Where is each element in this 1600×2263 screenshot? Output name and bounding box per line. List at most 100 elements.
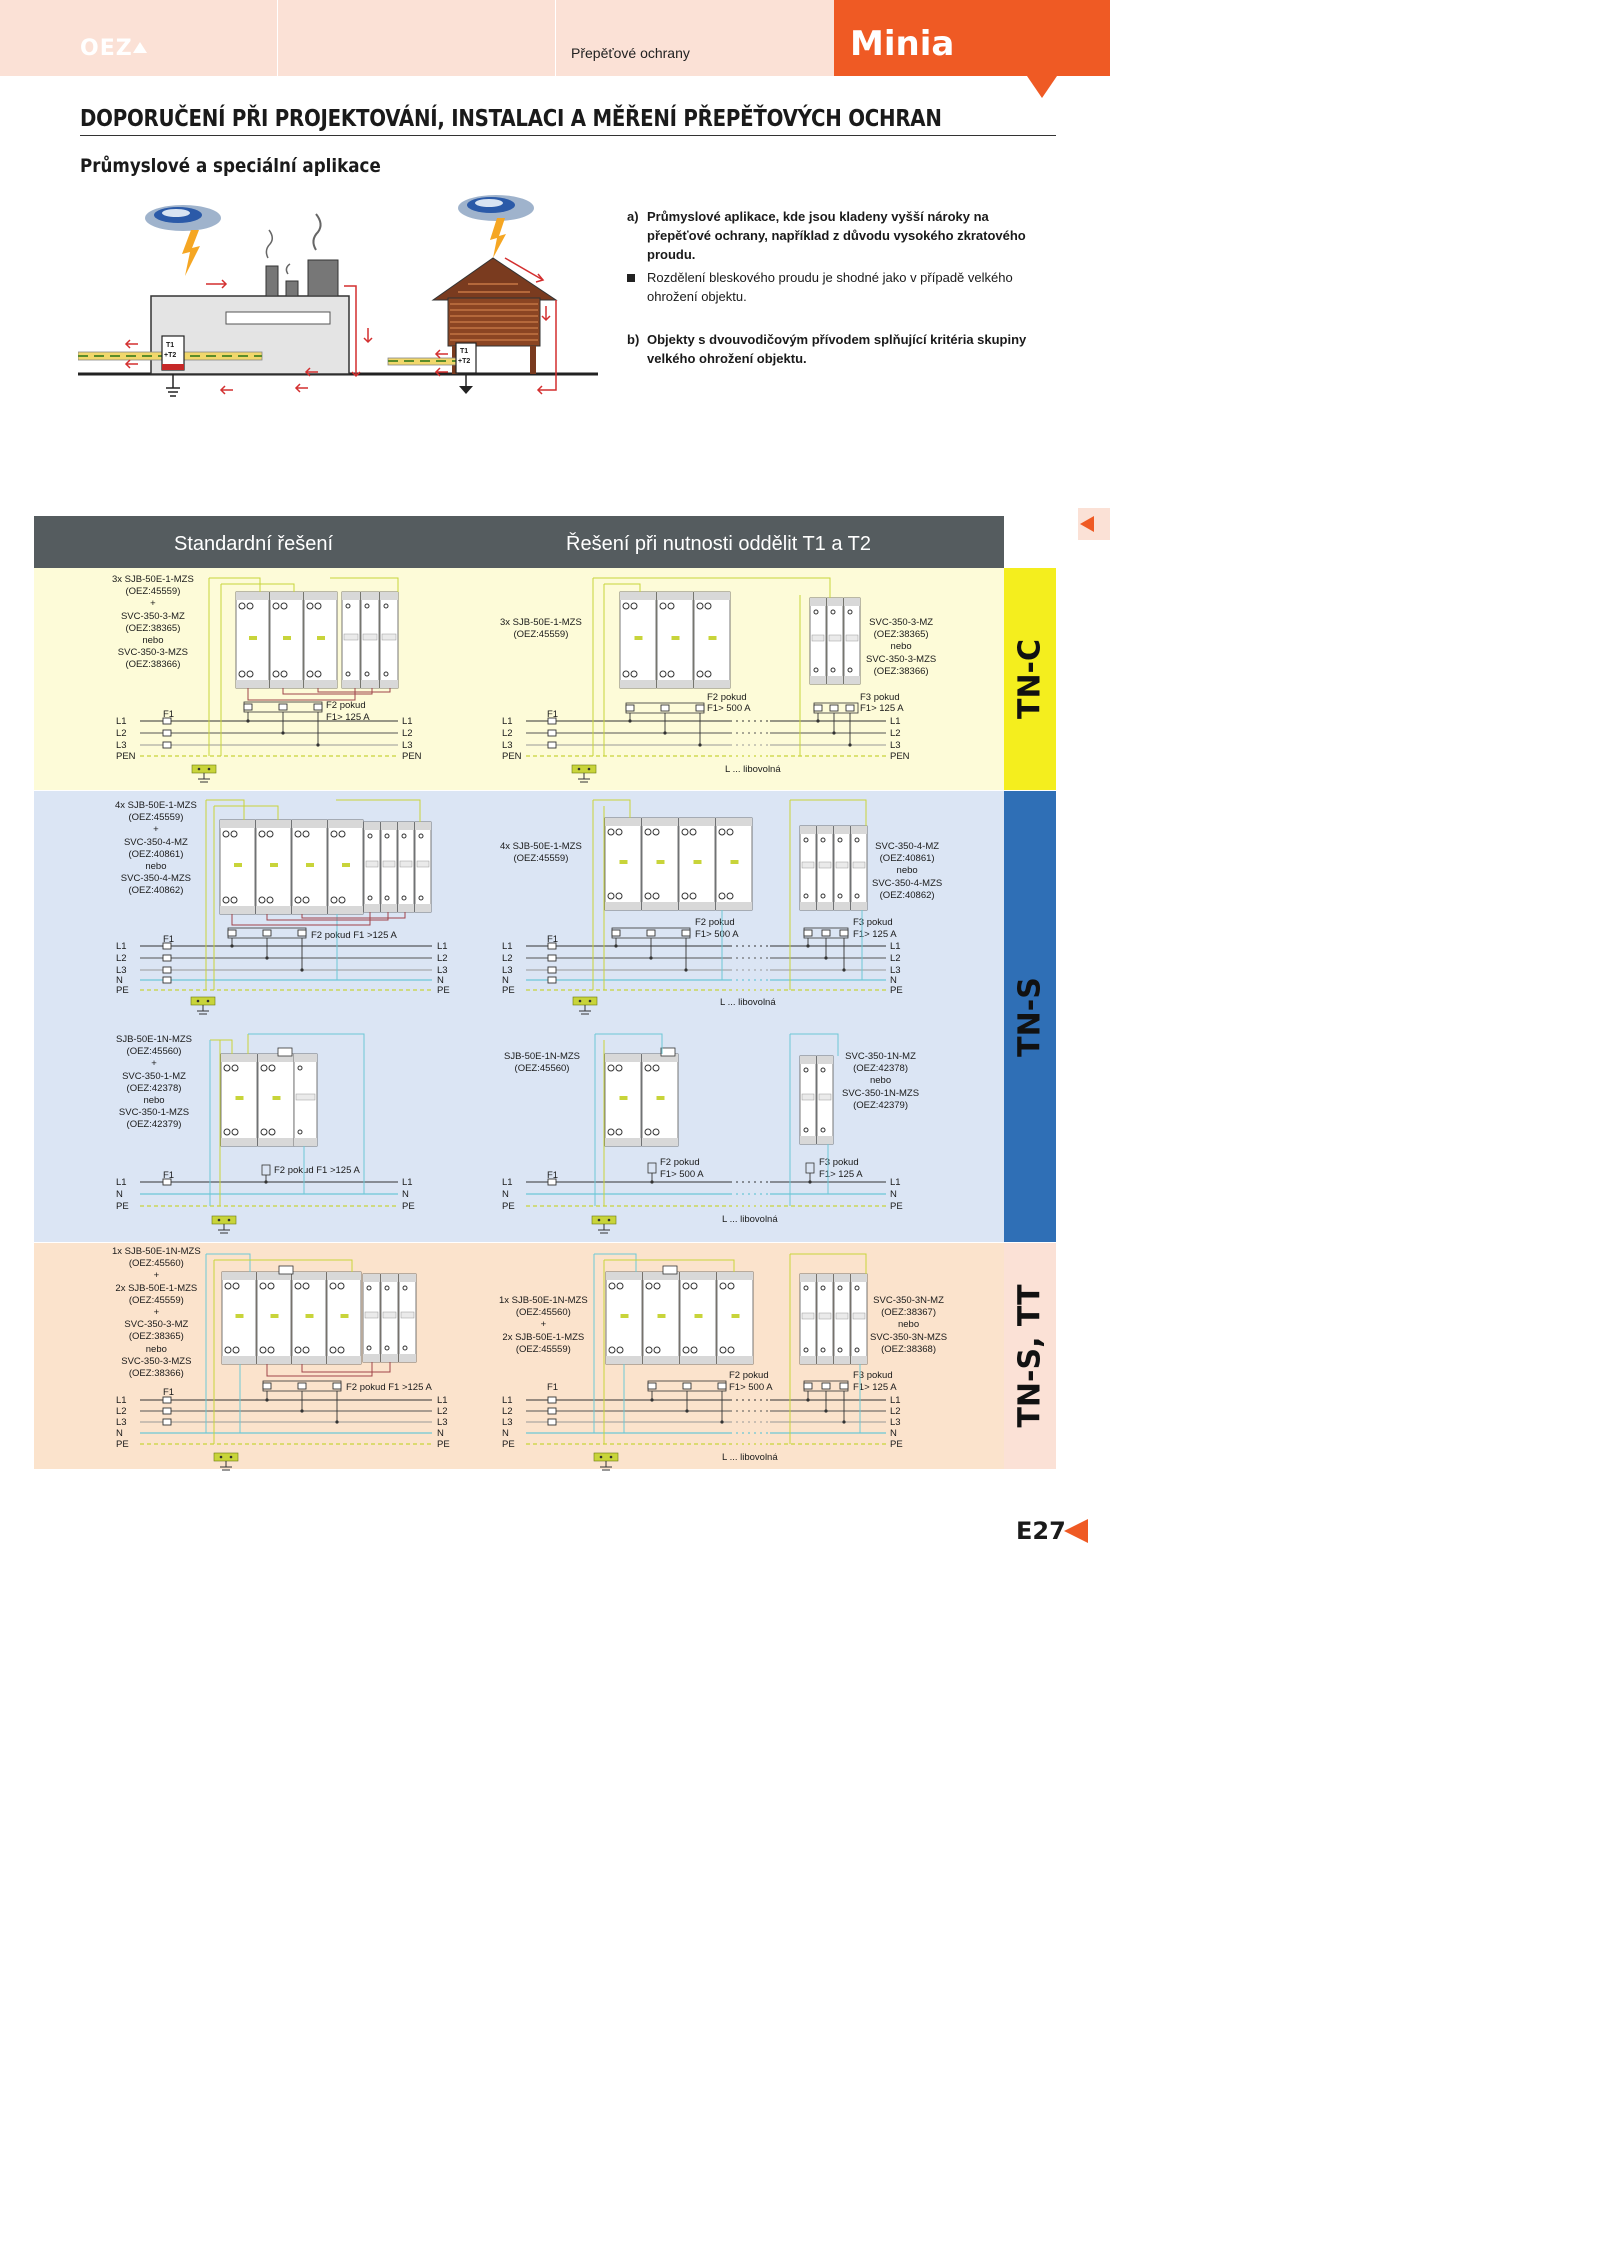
note-b: b) Objekty s dvouvodičovým přívodem splň… — [627, 330, 1041, 368]
spd-t1-module — [221, 1271, 362, 1365]
line-label: PE — [502, 1201, 515, 1212]
product-label-standard: SJB-50E-1N-MZS(OEZ:45560)+SVC-350-1-MZ(O… — [116, 1034, 193, 1131]
fuse-icon — [227, 929, 237, 937]
spd-t1-module — [235, 591, 338, 689]
row-divider — [34, 1242, 1056, 1243]
line-label: L3 — [437, 1417, 448, 1428]
wire — [214, 1259, 353, 1272]
line-label: L3 — [502, 1417, 513, 1428]
wire — [790, 1033, 839, 1056]
wire — [790, 1253, 867, 1274]
line-label: N — [116, 975, 123, 986]
wire — [594, 1253, 637, 1272]
line-label: PE — [502, 1439, 515, 1450]
oez-logo: OEZ — [80, 36, 133, 61]
lightning-bolt-icon — [490, 218, 506, 258]
spd-t1-module — [619, 591, 731, 689]
product-label-standard: 3x SJB-50E-1-MZS(OEZ:45559)+SVC-350-3-MZ… — [112, 574, 194, 671]
fuse-f2-group — [261, 1164, 271, 1176]
line-label: L1 — [402, 716, 413, 727]
spd-t2-module — [293, 1053, 318, 1147]
col-header-standard: Standardní řešení — [174, 533, 333, 555]
line-label: L1 — [890, 1395, 901, 1406]
side-nav-tab[interactable] — [1078, 508, 1110, 540]
fuse-label-f2: F2 pokud — [660, 1157, 700, 1168]
wire — [266, 1362, 373, 1377]
fuse-icon — [682, 1382, 692, 1390]
ground-bar-icon — [571, 764, 597, 783]
note-text: Objekty s dvouvodičovým přívodem splňují… — [647, 332, 1027, 366]
row-tab-tnc: TN-C — [1004, 568, 1056, 790]
wire — [221, 583, 295, 592]
wire — [604, 583, 641, 592]
line-label: PE — [402, 1201, 415, 1212]
line-label: N — [116, 1189, 123, 1200]
fuse-icon — [162, 717, 172, 725]
line-label: L1 — [116, 1395, 127, 1406]
line-label: L3 — [890, 965, 901, 976]
fuse-icon — [813, 704, 823, 712]
spd-t1-module — [220, 1053, 295, 1147]
wire — [301, 1362, 391, 1373]
line-label: L3 — [502, 740, 513, 751]
fuse-icon — [660, 704, 670, 712]
spd-t1-module — [219, 819, 364, 915]
product-label-t1: 3x SJB-50E-1-MZS(OEZ:45559) — [500, 617, 582, 641]
spd-t2-module — [809, 597, 861, 685]
brand-block — [834, 0, 1110, 76]
fuse-label-f3: F1> 125 A — [819, 1169, 863, 1180]
line-label: L2 — [116, 1406, 127, 1417]
line-label: N — [890, 1428, 897, 1439]
fuse-label-f1: F1 — [163, 1387, 174, 1398]
table-header — [34, 516, 1004, 568]
fuse-icon — [547, 1396, 557, 1404]
line-label: N — [890, 1189, 897, 1200]
wire — [595, 1033, 663, 1054]
fuse-label-f1: F1 — [163, 709, 174, 720]
header-category: Přepěťové ochrany — [571, 45, 690, 61]
fuse-f3-group — [805, 1162, 815, 1174]
fuse-icon — [162, 942, 172, 950]
fuse-icon — [821, 929, 831, 937]
wire — [317, 688, 391, 693]
spd-t2-module — [362, 1273, 417, 1363]
fuse-icon — [262, 1382, 272, 1390]
spd-label: +T2 — [164, 352, 176, 359]
fuse-label-f3: F1> 125 A — [853, 929, 897, 940]
fuse-label-f2: F1> 500 A — [707, 703, 751, 714]
line-label: L1 — [502, 1177, 513, 1188]
header-divider — [555, 0, 556, 76]
fuse-icon — [839, 1382, 849, 1390]
spd-t1-module — [604, 1053, 679, 1147]
line-label: L1 — [116, 716, 127, 727]
length-note: L ... libovolná — [722, 1214, 778, 1225]
ground-bar-icon — [591, 1215, 617, 1234]
fuse-icon — [162, 729, 172, 737]
row-tab-tntt: TN-S, TT — [1004, 1243, 1056, 1469]
line-label: L1 — [116, 941, 127, 952]
fuse-icon — [162, 1396, 172, 1404]
wire — [206, 799, 245, 820]
fuse-label-f3: F3 pokud — [853, 1370, 893, 1381]
line-label: L3 — [890, 1417, 901, 1428]
lightning-illustration: T1 +T2 T1 +T2 — [78, 195, 598, 408]
note-a: a) Průmyslové aplikace, kde jsou kladeny… — [627, 207, 1041, 264]
page-number: E27 — [1016, 1517, 1066, 1545]
fuse-icon — [611, 929, 621, 937]
fuse-icon — [717, 1382, 727, 1390]
line-label: L1 — [437, 941, 448, 952]
fuse-icon — [297, 1382, 307, 1390]
line-label: L2 — [437, 953, 448, 964]
fuse-icon — [243, 703, 253, 711]
fuse-icon — [162, 954, 172, 962]
fuse-label-f1: F1 — [547, 1382, 558, 1393]
fuse-icon — [646, 929, 656, 937]
fuse-label-f1: F1 — [163, 1170, 174, 1181]
line-label: L1 — [402, 1177, 413, 1188]
fuse-label-f2: F1> 125 A — [326, 712, 370, 723]
fuse-icon — [803, 1382, 813, 1390]
line-label: PEN — [402, 751, 422, 762]
fuse-icon — [547, 741, 557, 749]
